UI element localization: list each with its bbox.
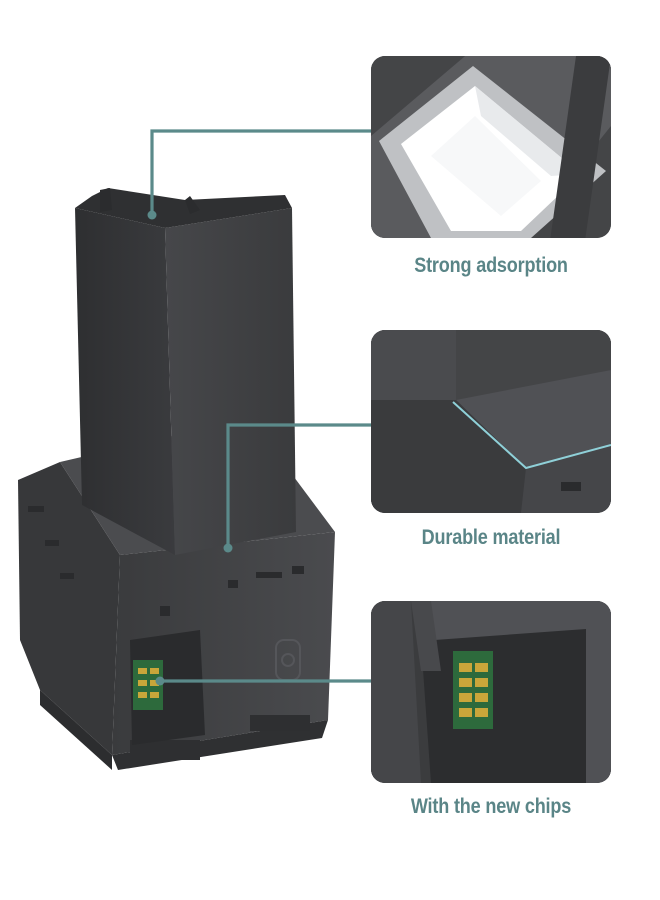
connector-lines — [150, 129, 372, 683]
chip-closeup — [453, 651, 493, 729]
feature-label-3: With the new chips — [410, 795, 572, 818]
detail-panel-material — [371, 330, 611, 513]
tower-top — [75, 188, 292, 228]
feature-label-2: Durable material — [421, 526, 561, 549]
detail-panel-chips — [371, 601, 611, 783]
tower-front — [165, 208, 296, 555]
chip-window — [130, 630, 205, 745]
connector-dot-3 — [155, 676, 165, 686]
connector-dot-1 — [147, 210, 157, 220]
tower-side — [75, 208, 175, 555]
feature-label-1: Strong adsorption — [414, 254, 568, 277]
base-left-side — [18, 462, 120, 755]
connector-dot-2 — [223, 543, 233, 553]
detail-panel-adsorption — [371, 56, 611, 238]
